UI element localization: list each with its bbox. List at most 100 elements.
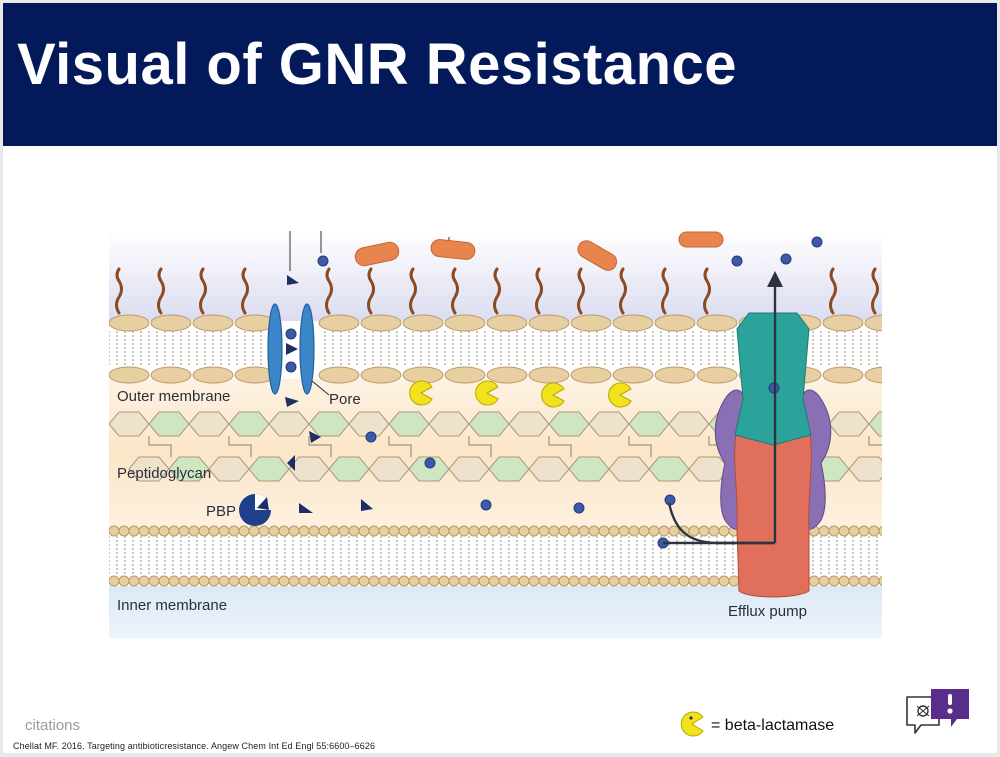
label-peptidoglycan: Peptidoglycan [117, 465, 211, 482]
lipid-head [118, 575, 130, 587]
lipid-head [228, 575, 240, 587]
lipid-head [168, 575, 180, 587]
inner-membrane-tails [109, 536, 878, 576]
lipid-head [428, 575, 440, 587]
lipid-head [578, 525, 590, 537]
inner-membrane [109, 525, 882, 587]
peptide-crosslink [308, 436, 332, 457]
lipid-head [588, 525, 600, 537]
lipid-head [848, 575, 860, 587]
lps-chain [493, 267, 501, 315]
lipid-head [858, 575, 870, 587]
lipid-head [848, 525, 860, 537]
lipid-head [444, 366, 486, 384]
lipid-head [568, 525, 580, 537]
lps-chain [451, 267, 459, 315]
beta-lactamase-enzymes [409, 380, 632, 408]
peptide-crosslink [628, 436, 652, 457]
lipid-head [818, 575, 830, 587]
lipid-head [458, 525, 470, 537]
lipid-head [654, 366, 696, 384]
lipid-head [188, 575, 200, 587]
lipid-head [448, 575, 460, 587]
lipid-head [528, 366, 570, 384]
lipid-head [468, 575, 480, 587]
citations-label: citations [25, 717, 81, 734]
efflux-path-arrow [663, 271, 783, 545]
lipid-head [178, 575, 190, 587]
lps-chain [241, 267, 249, 315]
lipid-head [868, 525, 880, 537]
lipid-head [358, 575, 370, 587]
lipid-head [518, 525, 530, 537]
lipid-head [192, 314, 234, 332]
efflux-pump [714, 312, 832, 598]
lipid-head [148, 525, 160, 537]
lps-chain [535, 267, 543, 315]
lipid-head [838, 575, 850, 587]
antibiotic-capsule [577, 240, 618, 271]
lipid-head [654, 314, 696, 332]
lps-chain [115, 267, 123, 315]
pbp-protein [239, 494, 271, 526]
lipid-head [608, 575, 620, 587]
lipid-head [150, 314, 192, 332]
lipid-head [418, 575, 430, 587]
lipid-head [318, 314, 360, 332]
lipid-head [208, 575, 220, 587]
legend: = beta-lactamase [679, 711, 834, 741]
lipid-head [168, 525, 180, 537]
lipid-head [328, 575, 340, 587]
lipid-head [318, 525, 330, 537]
lipid-head [688, 575, 700, 587]
lipid-head [578, 575, 590, 587]
lipid-head [188, 525, 200, 537]
lipid-head [248, 575, 260, 587]
lipid-head [718, 575, 730, 587]
lipid-head [228, 525, 240, 537]
lipid-head [822, 314, 864, 332]
lipid-head [868, 575, 880, 587]
lipid-head [238, 575, 250, 587]
lipid-head [718, 525, 730, 537]
lipid-head [198, 575, 210, 587]
lipid-head [698, 525, 710, 537]
lipid-head [588, 575, 600, 587]
lipid-head [278, 575, 290, 587]
membrane-diagram: Outer membrane Pore Peptidoglycan PBP In… [109, 231, 882, 638]
lipid-head [864, 314, 882, 332]
lipid-head [488, 525, 500, 537]
lipid-head [828, 575, 840, 587]
lipid-head [288, 525, 300, 537]
lipid-head [218, 525, 230, 537]
lipid-head [148, 575, 160, 587]
porin-channel [267, 303, 315, 395]
lipid-head [858, 525, 870, 537]
lipid-head [548, 525, 560, 537]
lipid-head [268, 525, 280, 537]
label-outer-membrane: Outer membrane [117, 388, 230, 405]
lps-chain [871, 267, 879, 315]
outer-membrane-outer-heads [109, 314, 882, 332]
lipid-head [486, 366, 528, 384]
lipid-head [418, 525, 430, 537]
label-pbp: PBP [206, 503, 236, 520]
lipid-head [608, 525, 620, 537]
beta-lactamase-icon [679, 710, 705, 743]
antibiotic-capsule [430, 239, 476, 260]
lipid-head [368, 575, 380, 587]
lipid-head [818, 525, 830, 537]
lipid-head [338, 575, 350, 587]
lipid-head [598, 525, 610, 537]
peptidoglycan-unit [868, 411, 882, 437]
lipid-head [128, 525, 140, 537]
lipid-head [308, 525, 320, 537]
antibiotic-capsule [354, 241, 400, 267]
lipid-head [318, 575, 330, 587]
title-bar: Visual of GNR Resistance [3, 3, 997, 146]
lipid-head [548, 575, 560, 587]
lipid-head [696, 314, 738, 332]
lipid-head [638, 525, 650, 537]
lipid-head [838, 525, 850, 537]
lipid-head [828, 525, 840, 537]
